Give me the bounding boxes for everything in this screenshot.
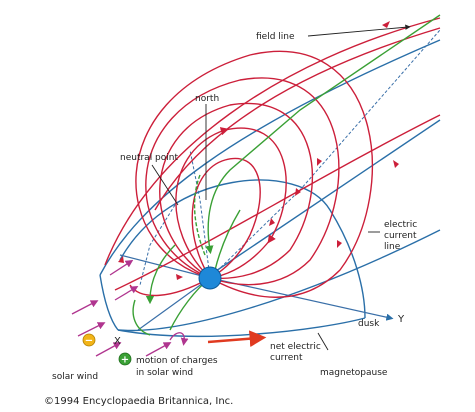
field-line-outer-upper — [104, 17, 441, 266]
label-motion-of-charges: motion of charges in solar wind — [136, 356, 218, 378]
label-electric-current-line: electric current line — [384, 220, 417, 252]
label-motion-of-charges-1: motion of charges — [136, 356, 218, 366]
label-axis-y: Y — [397, 314, 405, 325]
coordinate-axes — [119, 29, 441, 331]
field-arrow-4 — [337, 240, 342, 248]
field-line-5 — [135, 50, 374, 298]
magnetopause-leader — [317, 332, 329, 351]
field-line-arrows — [118, 21, 399, 280]
label-field-line: field line — [256, 32, 295, 42]
neutral-point-leader — [151, 164, 179, 206]
magnetopause-cross-section — [119, 179, 366, 319]
current-path-right — [214, 209, 241, 271]
field-arrow-2 — [317, 158, 322, 166]
negative-charge-sign: − — [85, 336, 93, 347]
magnetopause-front-edge — [99, 274, 119, 331]
magnetopause-tail-line — [209, 119, 441, 276]
solar-wind-arrow-4 — [145, 342, 172, 357]
label-net-electric-current: net electric current — [270, 342, 321, 363]
current-path-neutral — [193, 174, 206, 256]
field-arrow-1 — [382, 21, 390, 28]
leader-lines — [151, 24, 411, 351]
field-arrow-7 — [176, 274, 183, 280]
field-line-3 — [159, 102, 314, 280]
field-line-neutral — [154, 27, 441, 211]
copyright-credit: ©1994 Encyclopaedia Britannica, Inc. — [44, 396, 233, 407]
earth — [198, 266, 222, 290]
field-arrow-6 — [269, 218, 275, 226]
label-neutral-point: neutral point — [120, 153, 178, 163]
solar-wind-arrow-5 — [109, 259, 134, 276]
label-solar-wind: solar wind — [52, 372, 98, 382]
label-electric-current-line-2: current — [384, 231, 417, 241]
field-arrow-8 — [118, 256, 124, 263]
field-lines — [104, 17, 441, 298]
solar-wind-arrow-2 — [77, 322, 106, 337]
label-north: north — [195, 94, 219, 104]
label-net-electric-current-2: current — [270, 353, 303, 363]
label-axis-x: X — [114, 336, 121, 347]
solar-wind-loop — [169, 332, 189, 346]
current-path-tail — [205, 14, 441, 255]
label-electric-current-line-3: line — [384, 242, 401, 252]
field-line-leader — [307, 24, 411, 37]
magnetopause-dusk-arc — [117, 317, 366, 337]
field-line-outer-lower — [114, 114, 441, 291]
label-dusk: dusk — [358, 319, 380, 329]
current-path-left — [145, 244, 176, 305]
current-path-return — [132, 299, 151, 336]
field-arrow-3 — [295, 188, 301, 196]
solar-wind-arrows — [71, 259, 189, 357]
field-line-2 — [175, 127, 287, 279]
solar-wind-arrow-1 — [71, 300, 99, 315]
magnetopause-lower-edge — [117, 229, 441, 332]
x-axis — [137, 277, 211, 331]
label-net-electric-current-1: net electric — [270, 342, 321, 352]
net-current-arrow — [207, 330, 267, 348]
positive-charge: + — [118, 352, 132, 366]
field-arrow-5 — [393, 160, 399, 168]
label-motion-of-charges-2: in solar wind — [136, 368, 193, 378]
neutral-line-dashed — [139, 204, 176, 286]
solar-wind-arrow-3 — [95, 342, 122, 357]
label-electric-current-line-1: electric — [384, 220, 417, 230]
positive-charge-sign: + — [121, 355, 129, 366]
negative-charge: − — [82, 333, 96, 347]
solar-wind-arrow-6 — [114, 285, 139, 301]
label-magnetopause: magnetopause — [320, 368, 388, 378]
